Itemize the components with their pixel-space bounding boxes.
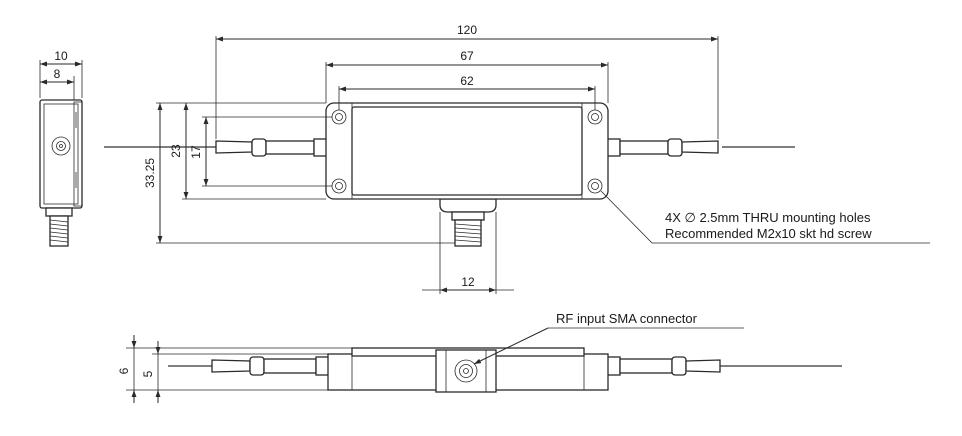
end-view-sma-base — [45, 207, 73, 217]
body-center — [351, 106, 583, 196]
label-height-total: 33.25 — [143, 158, 157, 188]
label-width-inner: 8 — [54, 67, 61, 81]
note-holes-line2: Recommended M2x10 skt hd screw — [665, 226, 872, 241]
end-view-flange — [73, 101, 83, 207]
end-view-inner — [43, 103, 79, 205]
holes-leader — [600, 190, 930, 244]
label-hole-spacing: 62 — [460, 74, 474, 88]
label-side-total: 6 — [117, 367, 131, 374]
side-view-sma-pin — [463, 368, 469, 374]
sma-mount — [439, 198, 497, 213]
label-side-inner: 5 — [141, 370, 155, 377]
label-overall-length: 120 — [457, 23, 477, 37]
label-connector-width: 12 — [461, 275, 475, 289]
note-rf-input: RF input SMA connector — [556, 311, 698, 326]
label-width-total: 10 — [54, 49, 68, 63]
label-height-body: 23 — [169, 144, 183, 158]
label-body-length: 67 — [460, 49, 474, 63]
tube-right — [619, 140, 669, 155]
end-view: 10 8 — [39, 49, 83, 247]
side-view-sma-block — [435, 349, 497, 393]
boot-left — [215, 140, 253, 154]
end-view-fiber-port — [51, 136, 71, 156]
side-view-sma-outer — [454, 359, 478, 383]
end-view-sma-connector — [49, 215, 69, 247]
top-view: 120 67 62 33.25 23 17 12 4X ∅ 2.5mm THRU… — [104, 23, 930, 294]
boot-right — [681, 140, 719, 154]
label-height-holes: 17 — [189, 145, 203, 159]
rf-leader — [473, 327, 549, 365]
tube-left — [265, 140, 315, 155]
side-view: RF input SMA connector 6 5 — [117, 311, 842, 403]
note-holes-line1: 4X ∅ 2.5mm THRU mounting holes — [665, 210, 871, 225]
